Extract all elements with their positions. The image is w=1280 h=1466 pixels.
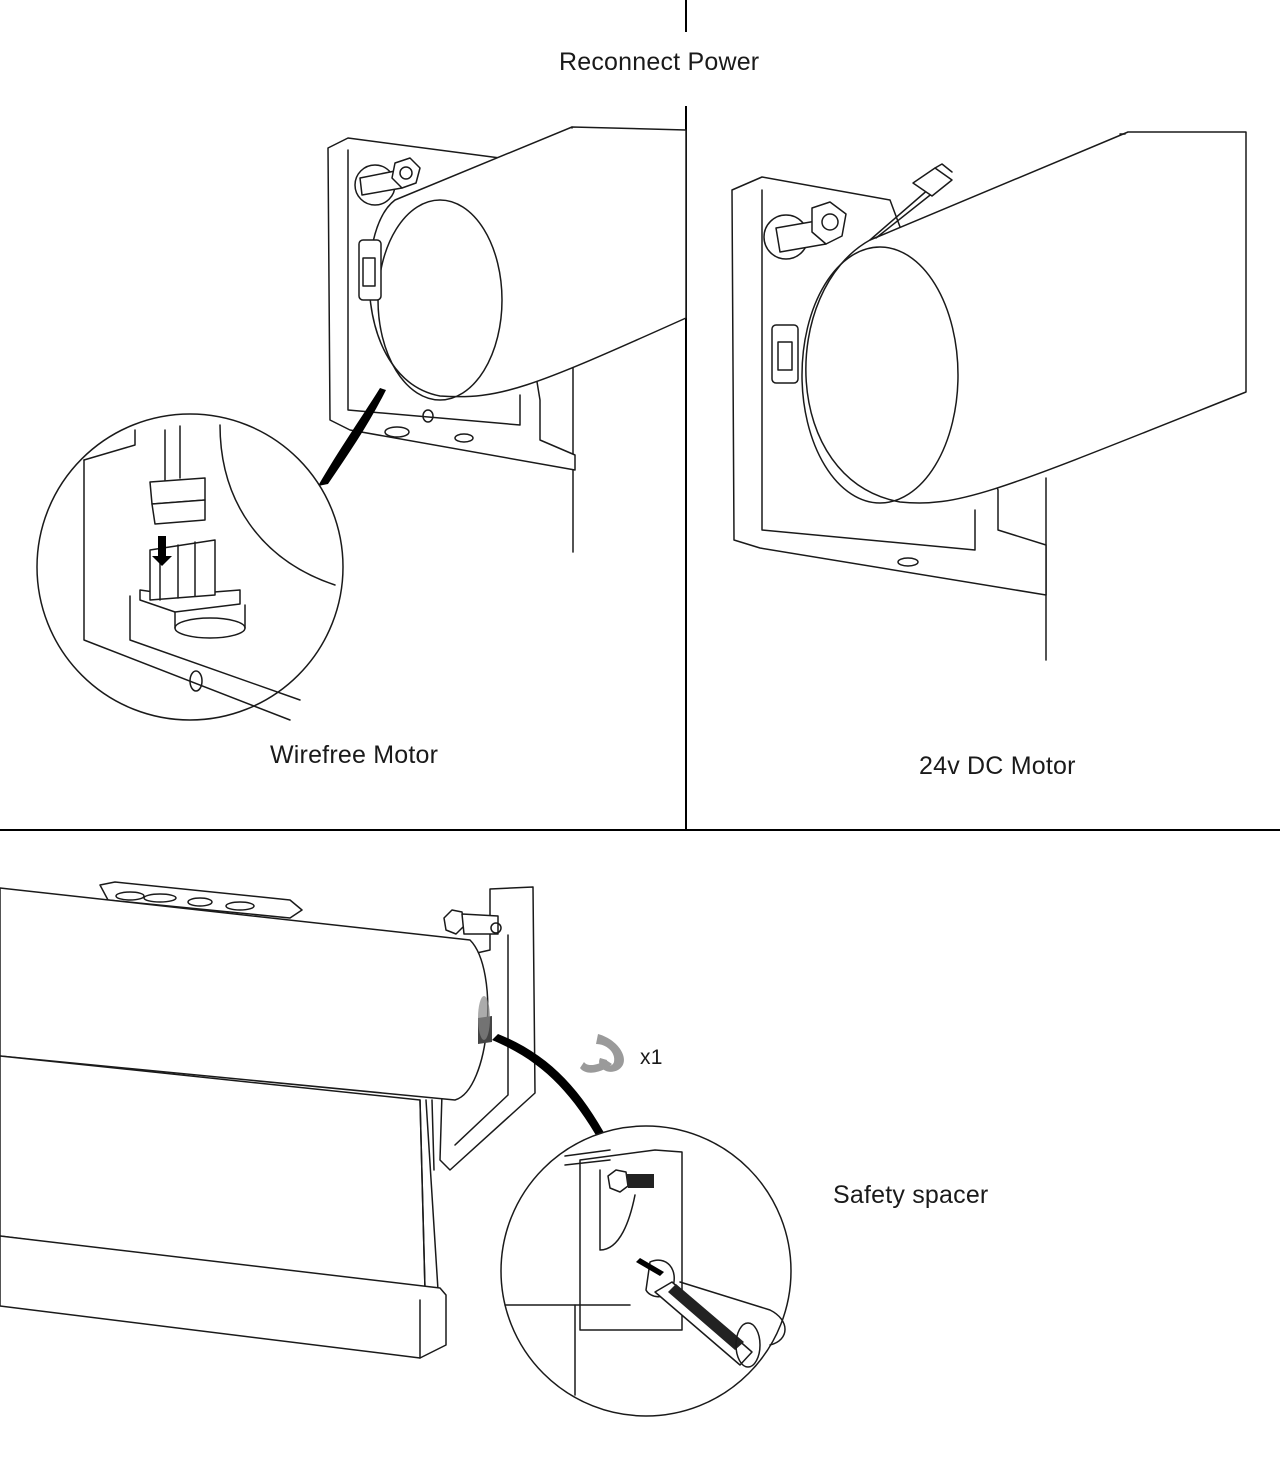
dc-motor-caption: 24v DC Motor <box>919 752 1076 780</box>
spanner-icon <box>504 1149 786 1396</box>
bolt-icon <box>443 909 502 935</box>
safety-spacer-caption: Safety spacer <box>833 1181 989 1209</box>
page-title: Reconnect Power <box>559 48 760 76</box>
spacer-quantity: x1 <box>640 1046 663 1069</box>
bolt-icon <box>763 201 847 260</box>
connector-icon <box>83 424 336 721</box>
spacer-illustration <box>0 881 792 1417</box>
bolt-icon <box>607 1169 654 1193</box>
wirefree-bracket-illustration <box>36 126 687 721</box>
wirefree-motor-caption: Wirefree Motor <box>270 741 439 769</box>
safety-spacer-icon <box>580 1034 625 1073</box>
dc-plug-icon <box>912 163 953 197</box>
bolt-icon <box>354 157 421 206</box>
dc-bracket-illustration <box>731 131 1247 661</box>
